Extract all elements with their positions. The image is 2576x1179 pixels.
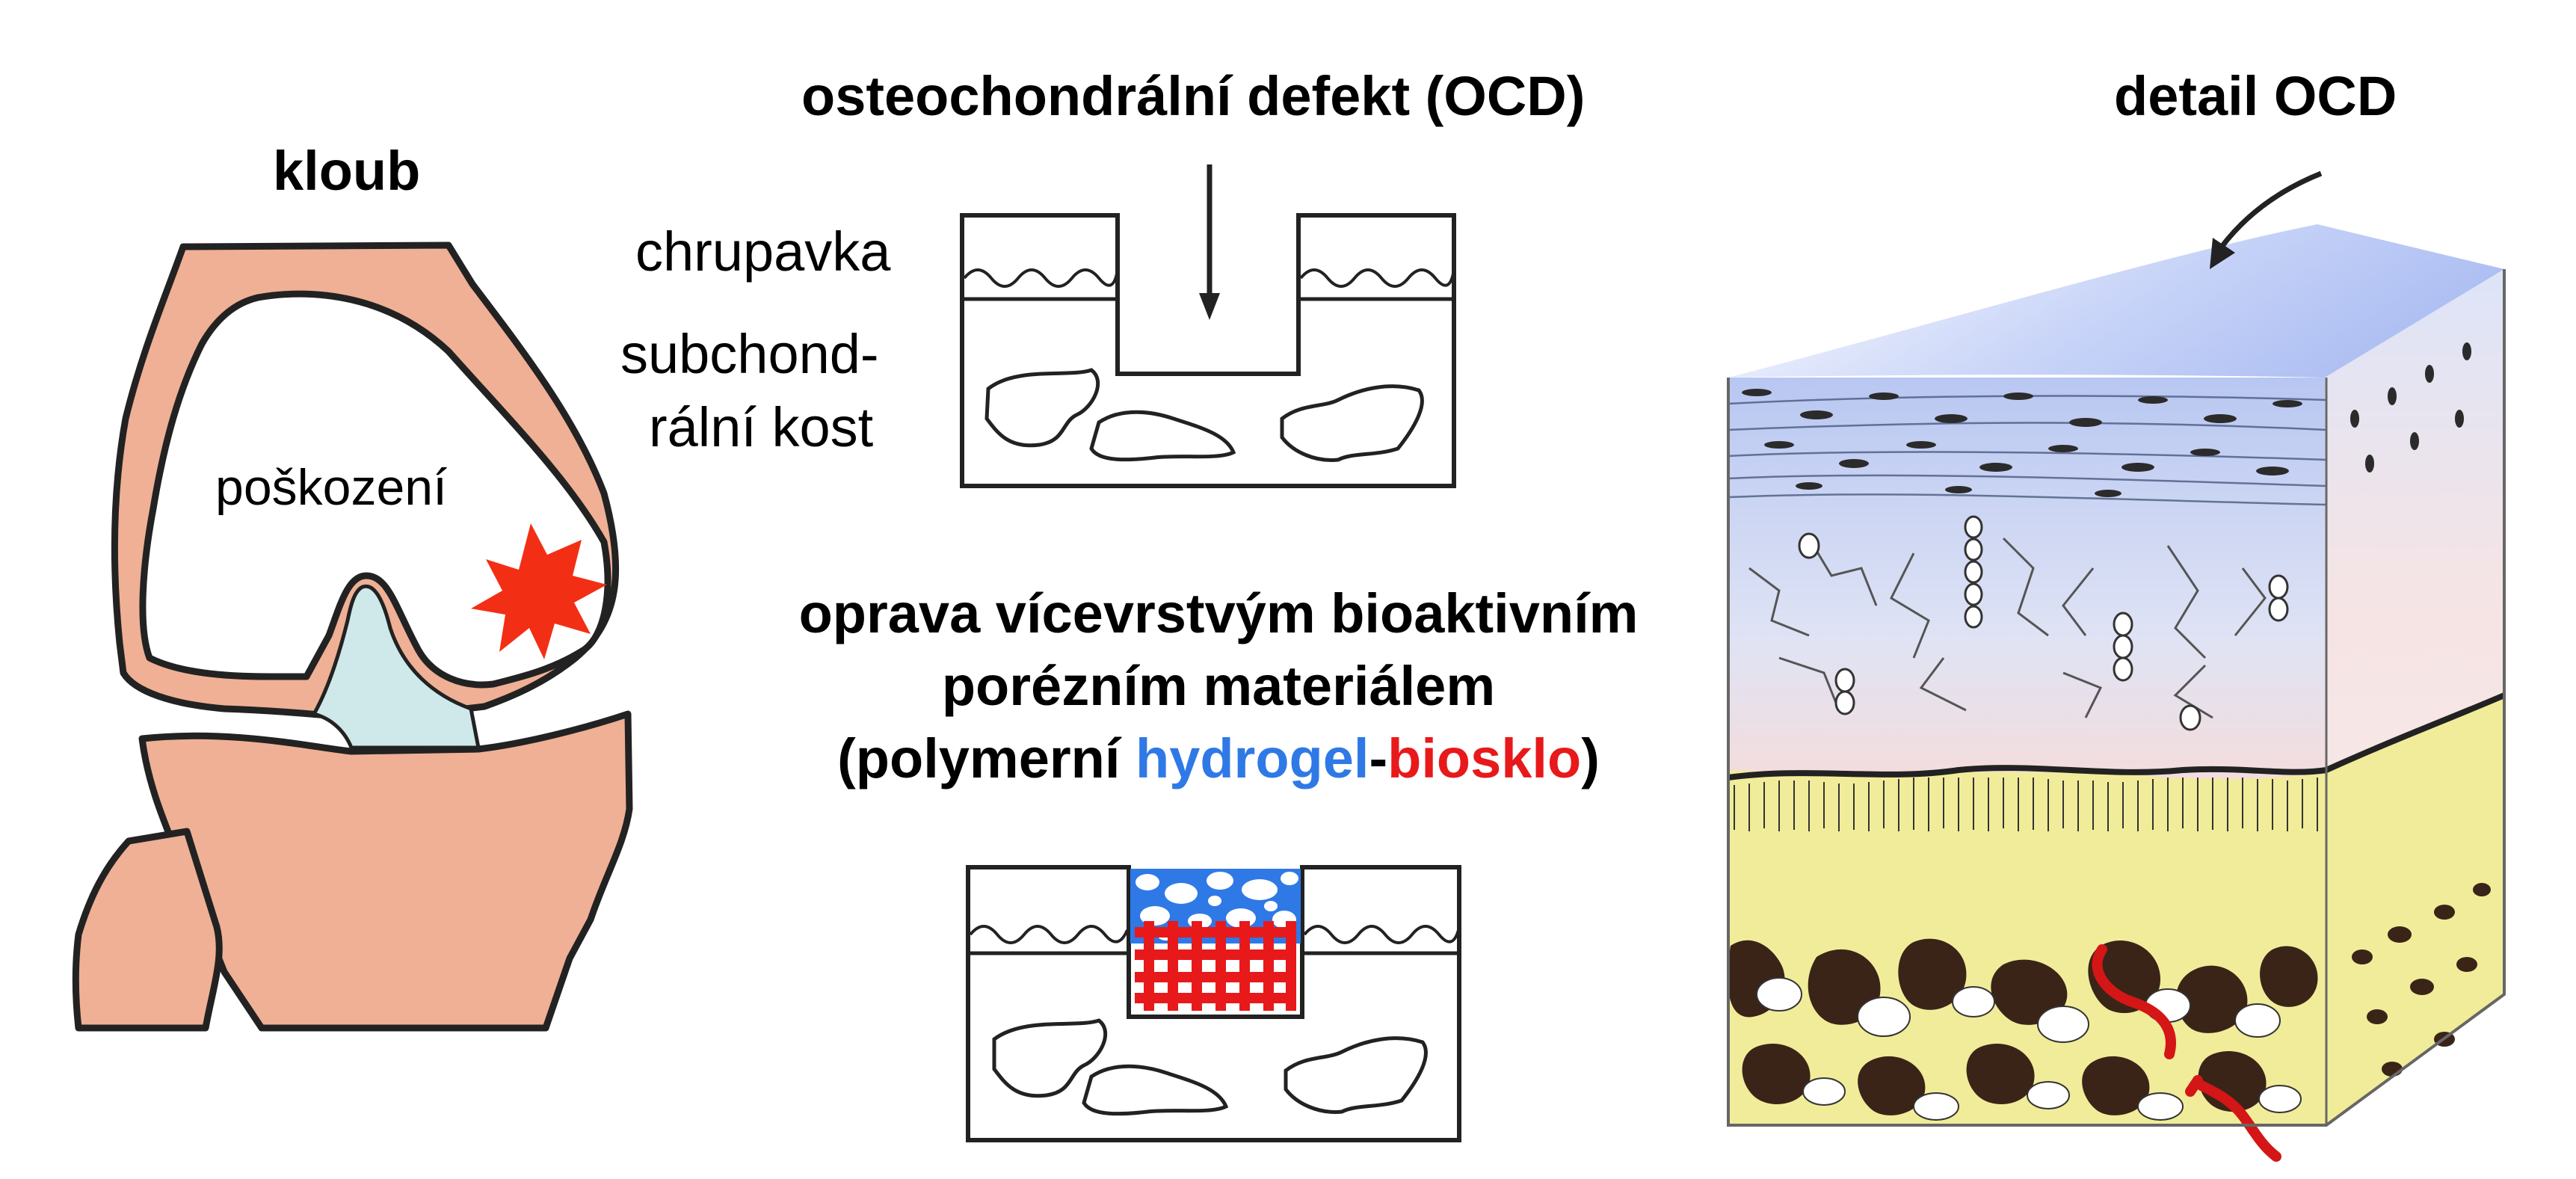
detail-title: detail OCD [2114, 65, 2397, 127]
meniscus [311, 584, 481, 750]
repair-diagram [966, 865, 1461, 1142]
repair-line2: porézním materiálem [941, 655, 1496, 717]
cartilage-label: chrupavka [635, 221, 891, 283]
knee-joint-illustration [72, 241, 633, 1032]
bone-label-line1: subchond- [620, 323, 879, 385]
repair-prefix: (polymerní [837, 727, 1136, 789]
cartilage-wave-right [1299, 268, 1455, 288]
repair-caption: oprava vícevrstvým bioaktivním porézním … [703, 577, 1734, 795]
repair-suffix: ) [1581, 727, 1600, 789]
detail-pointer-arrow [2219, 170, 2323, 249]
fibula-bone [72, 828, 223, 1032]
tidemark [1728, 692, 2506, 781]
bioglass-lattice [1135, 921, 1296, 1011]
hydrogel-word: hydrogel [1136, 727, 1369, 789]
femur-cavity [139, 290, 611, 689]
ocd-title: osteochondrální defekt (OCD) [801, 65, 1586, 127]
repair-line1: oprava vícevrstvým bioaktivním [798, 582, 1639, 644]
bone-label-line2: rální kost [649, 396, 874, 458]
joint-title: kloub [273, 140, 421, 202]
repair-line3: (polymerní hydrogel-biosklo) [703, 722, 1734, 795]
ocd-detail-block [1727, 170, 2506, 1162]
ocd-defect-diagram [960, 164, 1456, 488]
damage-label: poškození [215, 459, 447, 516]
damage-starburst [471, 523, 607, 659]
repair-outline [966, 865, 1461, 1142]
repair-dash: - [1369, 727, 1388, 789]
bioglass-word: biosklo [1387, 727, 1582, 789]
detail-top-face [1728, 224, 2504, 378]
blood-vessel [2196, 1080, 2281, 1162]
cartilage-wave-left [963, 268, 1118, 288]
blood-vessel [2092, 944, 2176, 1059]
